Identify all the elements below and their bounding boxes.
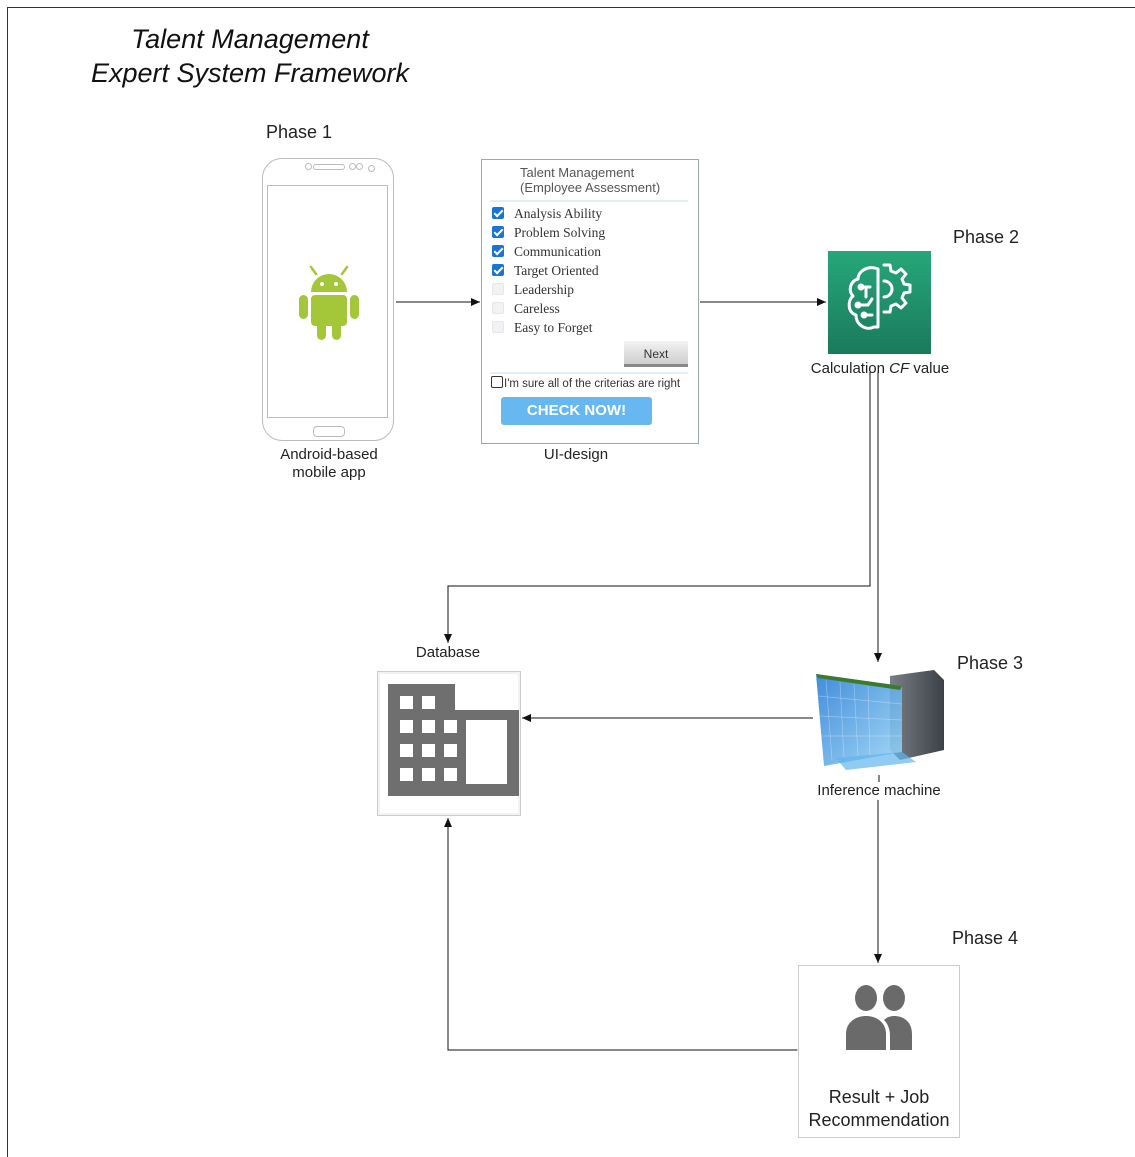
checkbox-unchecked[interactable] bbox=[492, 283, 504, 295]
brain-gear-icon bbox=[847, 263, 912, 330]
criteria-item[interactable]: Target Oriented bbox=[492, 263, 599, 279]
machine-learning-icon bbox=[828, 251, 931, 354]
inference-label: Inference machine bbox=[817, 782, 941, 799]
computer-workstation-icon bbox=[816, 670, 944, 770]
checkbox-checked[interactable] bbox=[492, 245, 504, 257]
criteria-label: Analysis Ability bbox=[514, 206, 603, 221]
ui-divider bbox=[490, 200, 688, 202]
criteria-label: Easy to Forget bbox=[514, 320, 593, 335]
database-node bbox=[377, 671, 521, 816]
phase-1-label: Phase 1 bbox=[266, 122, 333, 142]
title-line-1: Talent Management bbox=[131, 24, 369, 54]
android-icon bbox=[299, 265, 359, 340]
next-button[interactable]: Next bbox=[624, 341, 688, 367]
criteria-label: Leadership bbox=[514, 282, 574, 297]
mobile-label-line-1: Android-based bbox=[280, 446, 378, 463]
diagram-frame bbox=[7, 7, 1135, 1157]
arrow-calc-to-database bbox=[444, 372, 871, 643]
users-icon bbox=[846, 985, 912, 1050]
phase-2-label: Phase 2 bbox=[953, 227, 1020, 247]
phase-3-label: Phase 3 bbox=[957, 653, 1024, 673]
confirm-checkbox[interactable] bbox=[491, 376, 503, 388]
database-label: Database bbox=[415, 644, 481, 661]
confirm-checkbox-row[interactable]: I'm sure all of the criterias are right bbox=[491, 376, 680, 390]
checkbox-checked[interactable] bbox=[492, 226, 504, 238]
criteria-item[interactable]: Leadership bbox=[492, 282, 574, 298]
criteria-label: Communication bbox=[514, 244, 601, 259]
result-label: Result + Job Recommendation bbox=[799, 1086, 959, 1132]
database-building-icon bbox=[388, 684, 519, 796]
phone-speaker bbox=[313, 164, 345, 170]
calc-label-prefix: Calculation bbox=[810, 360, 890, 377]
checkbox-unchecked[interactable] bbox=[492, 302, 504, 314]
calculation-label: Calculation CF value bbox=[790, 360, 970, 378]
mobile-label-line-2: mobile app bbox=[292, 464, 366, 481]
criteria-label: Careless bbox=[514, 301, 560, 316]
phase-4-label: Phase 4 bbox=[952, 928, 1019, 948]
criteria-label: Target Oriented bbox=[514, 263, 599, 278]
checkbox-checked[interactable] bbox=[492, 207, 504, 219]
diagram-title: Talent Management Expert System Framewor… bbox=[80, 22, 420, 90]
checkbox-checked[interactable] bbox=[492, 264, 504, 276]
result-label-line-1: Result + Job bbox=[828, 1087, 930, 1107]
phone-screen bbox=[267, 185, 388, 418]
result-node: Result + Job Recommendation bbox=[798, 965, 960, 1138]
mobile-app-label: Android-based mobile app bbox=[264, 446, 394, 482]
ui-header-line-2: (Employee Assessment) bbox=[520, 180, 661, 195]
check-now-button[interactable]: CHECK NOW! bbox=[501, 397, 652, 425]
calc-label-cf: CF bbox=[889, 360, 910, 377]
criteria-label: Problem Solving bbox=[514, 225, 606, 240]
result-label-line-2: Recommendation bbox=[808, 1110, 950, 1130]
checkbox-unchecked[interactable] bbox=[492, 321, 504, 333]
calc-label-suffix: value bbox=[909, 360, 950, 377]
ui-header: Talent Management (Employee Assessment) bbox=[520, 165, 660, 195]
criteria-item[interactable]: Easy to Forget bbox=[492, 320, 593, 336]
ui-divider bbox=[490, 372, 688, 374]
ui-header-line-1: Talent Management bbox=[520, 165, 635, 180]
arrow-result-to-database bbox=[444, 818, 806, 1054]
title-line-2: Expert System Framework bbox=[90, 58, 410, 88]
criteria-item[interactable]: Problem Solving bbox=[492, 225, 605, 241]
criteria-item[interactable]: Communication bbox=[492, 244, 601, 260]
phone-home-button bbox=[313, 426, 345, 437]
ui-design-label: UI-design bbox=[543, 446, 609, 463]
confirm-label: I'm sure all of the criterias are right bbox=[504, 378, 681, 390]
criteria-item[interactable]: Analysis Ability bbox=[492, 206, 602, 222]
criteria-item[interactable]: Careless bbox=[492, 301, 560, 317]
ui-design-mockup: Talent Management (Employee Assessment) … bbox=[481, 159, 699, 444]
android-phone bbox=[262, 158, 394, 441]
